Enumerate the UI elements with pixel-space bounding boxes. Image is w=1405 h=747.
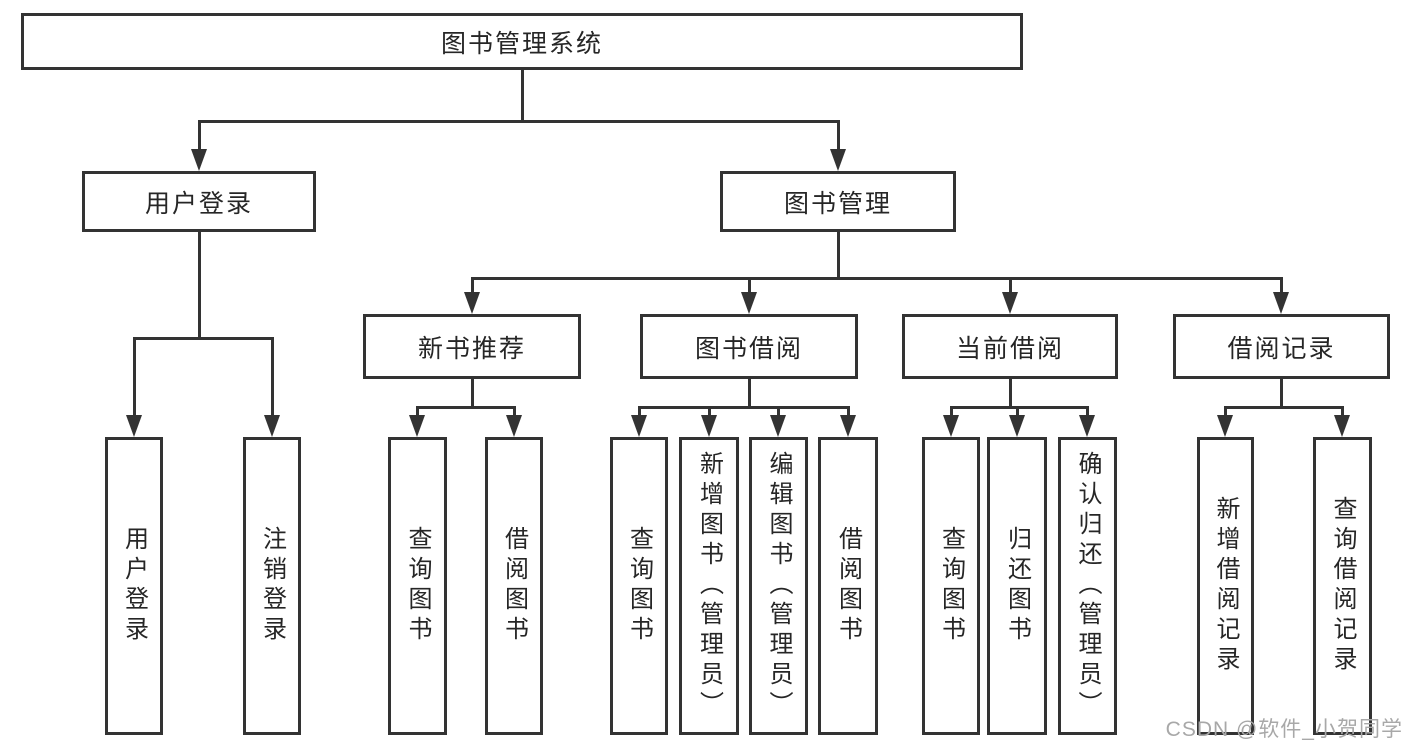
node-borrow-records: 借阅记录 (1173, 314, 1390, 379)
arrow-down-icon (770, 415, 786, 437)
arrow-down-icon (464, 292, 480, 314)
connector-line (1015, 407, 1019, 417)
connector-line (747, 377, 751, 407)
node-book-management: 图书管理 (720, 171, 956, 232)
connector-line (1008, 278, 1012, 294)
arrow-down-icon (409, 415, 425, 437)
connector-line (747, 278, 751, 294)
arrow-down-icon (701, 415, 717, 437)
leaf-query-book-borrowing: 查询图书 (610, 437, 668, 735)
arrow-down-icon (264, 415, 280, 437)
leaf-query-book-current: 查询图书 (922, 437, 980, 735)
node-user-login: 用户登录 (82, 171, 316, 232)
connector-line (197, 230, 201, 338)
arrow-down-icon (840, 415, 856, 437)
csdn-watermark: CSDN @软件_小贺同学 (1165, 718, 1403, 741)
connector-line (415, 405, 516, 409)
leaf-query-borrow-record: 查询借阅记录 (1313, 437, 1372, 735)
connector-line (637, 405, 850, 409)
leaf-return-book: 归还图书 (987, 437, 1047, 735)
connector-line (1279, 377, 1283, 407)
connector-line (1340, 407, 1344, 417)
leaf-borrow-book: 借阅图书 (818, 437, 878, 735)
connector-line (1279, 278, 1283, 294)
connector-line (637, 407, 641, 417)
arrow-down-icon (830, 149, 846, 171)
connector-line (1085, 407, 1089, 417)
arrow-down-icon (1002, 292, 1018, 314)
node-current-borrowing: 当前借阅 (902, 314, 1118, 379)
arrow-down-icon (506, 415, 522, 437)
connector-line (846, 407, 850, 417)
connector-line (949, 405, 1089, 409)
connector-line (197, 119, 840, 123)
connector-line (197, 121, 201, 151)
leaf-borrow-book-recommend: 借阅图书 (485, 437, 543, 735)
arrow-down-icon (1009, 415, 1025, 437)
connector-line (270, 338, 274, 417)
connector-line (1223, 405, 1344, 409)
connector-line (1223, 407, 1227, 417)
arrow-down-icon (631, 415, 647, 437)
arrow-down-icon (1217, 415, 1233, 437)
arrow-down-icon (191, 149, 207, 171)
connector-line (707, 407, 711, 417)
leaf-edit-book-admin: 编辑图书（管理员） (749, 437, 808, 735)
connector-line (470, 276, 1283, 280)
arrow-down-icon (943, 415, 959, 437)
connector-line (1008, 377, 1012, 407)
leaf-user-login: 用户登录 (105, 437, 163, 735)
connector-line (132, 336, 274, 340)
leaf-query-book-recommend: 查询图书 (388, 437, 447, 735)
connector-line (415, 407, 419, 417)
leaf-add-borrow-record: 新增借阅记录 (1197, 437, 1254, 735)
connector-line (949, 407, 953, 417)
arrow-down-icon (1273, 292, 1289, 314)
connector-line (836, 230, 840, 278)
connector-line (520, 68, 524, 121)
connector-line (132, 338, 136, 417)
connector-line (470, 278, 474, 294)
connector-line (836, 121, 840, 151)
leaf-confirm-return-admin: 确认归还（管理员） (1058, 437, 1117, 735)
arrow-down-icon (1334, 415, 1350, 437)
arrow-down-icon (741, 292, 757, 314)
connector-line (470, 377, 474, 407)
arrow-down-icon (1079, 415, 1095, 437)
arrow-down-icon (126, 415, 142, 437)
leaf-logout: 注销登录 (243, 437, 301, 735)
node-new-book-recommend: 新书推荐 (363, 314, 581, 379)
connector-line (512, 407, 516, 417)
connector-line (776, 407, 780, 417)
node-library-system: 图书管理系统 (21, 13, 1023, 70)
leaf-add-book-admin: 新增图书（管理员） (679, 437, 739, 735)
node-book-borrowing: 图书借阅 (640, 314, 858, 379)
